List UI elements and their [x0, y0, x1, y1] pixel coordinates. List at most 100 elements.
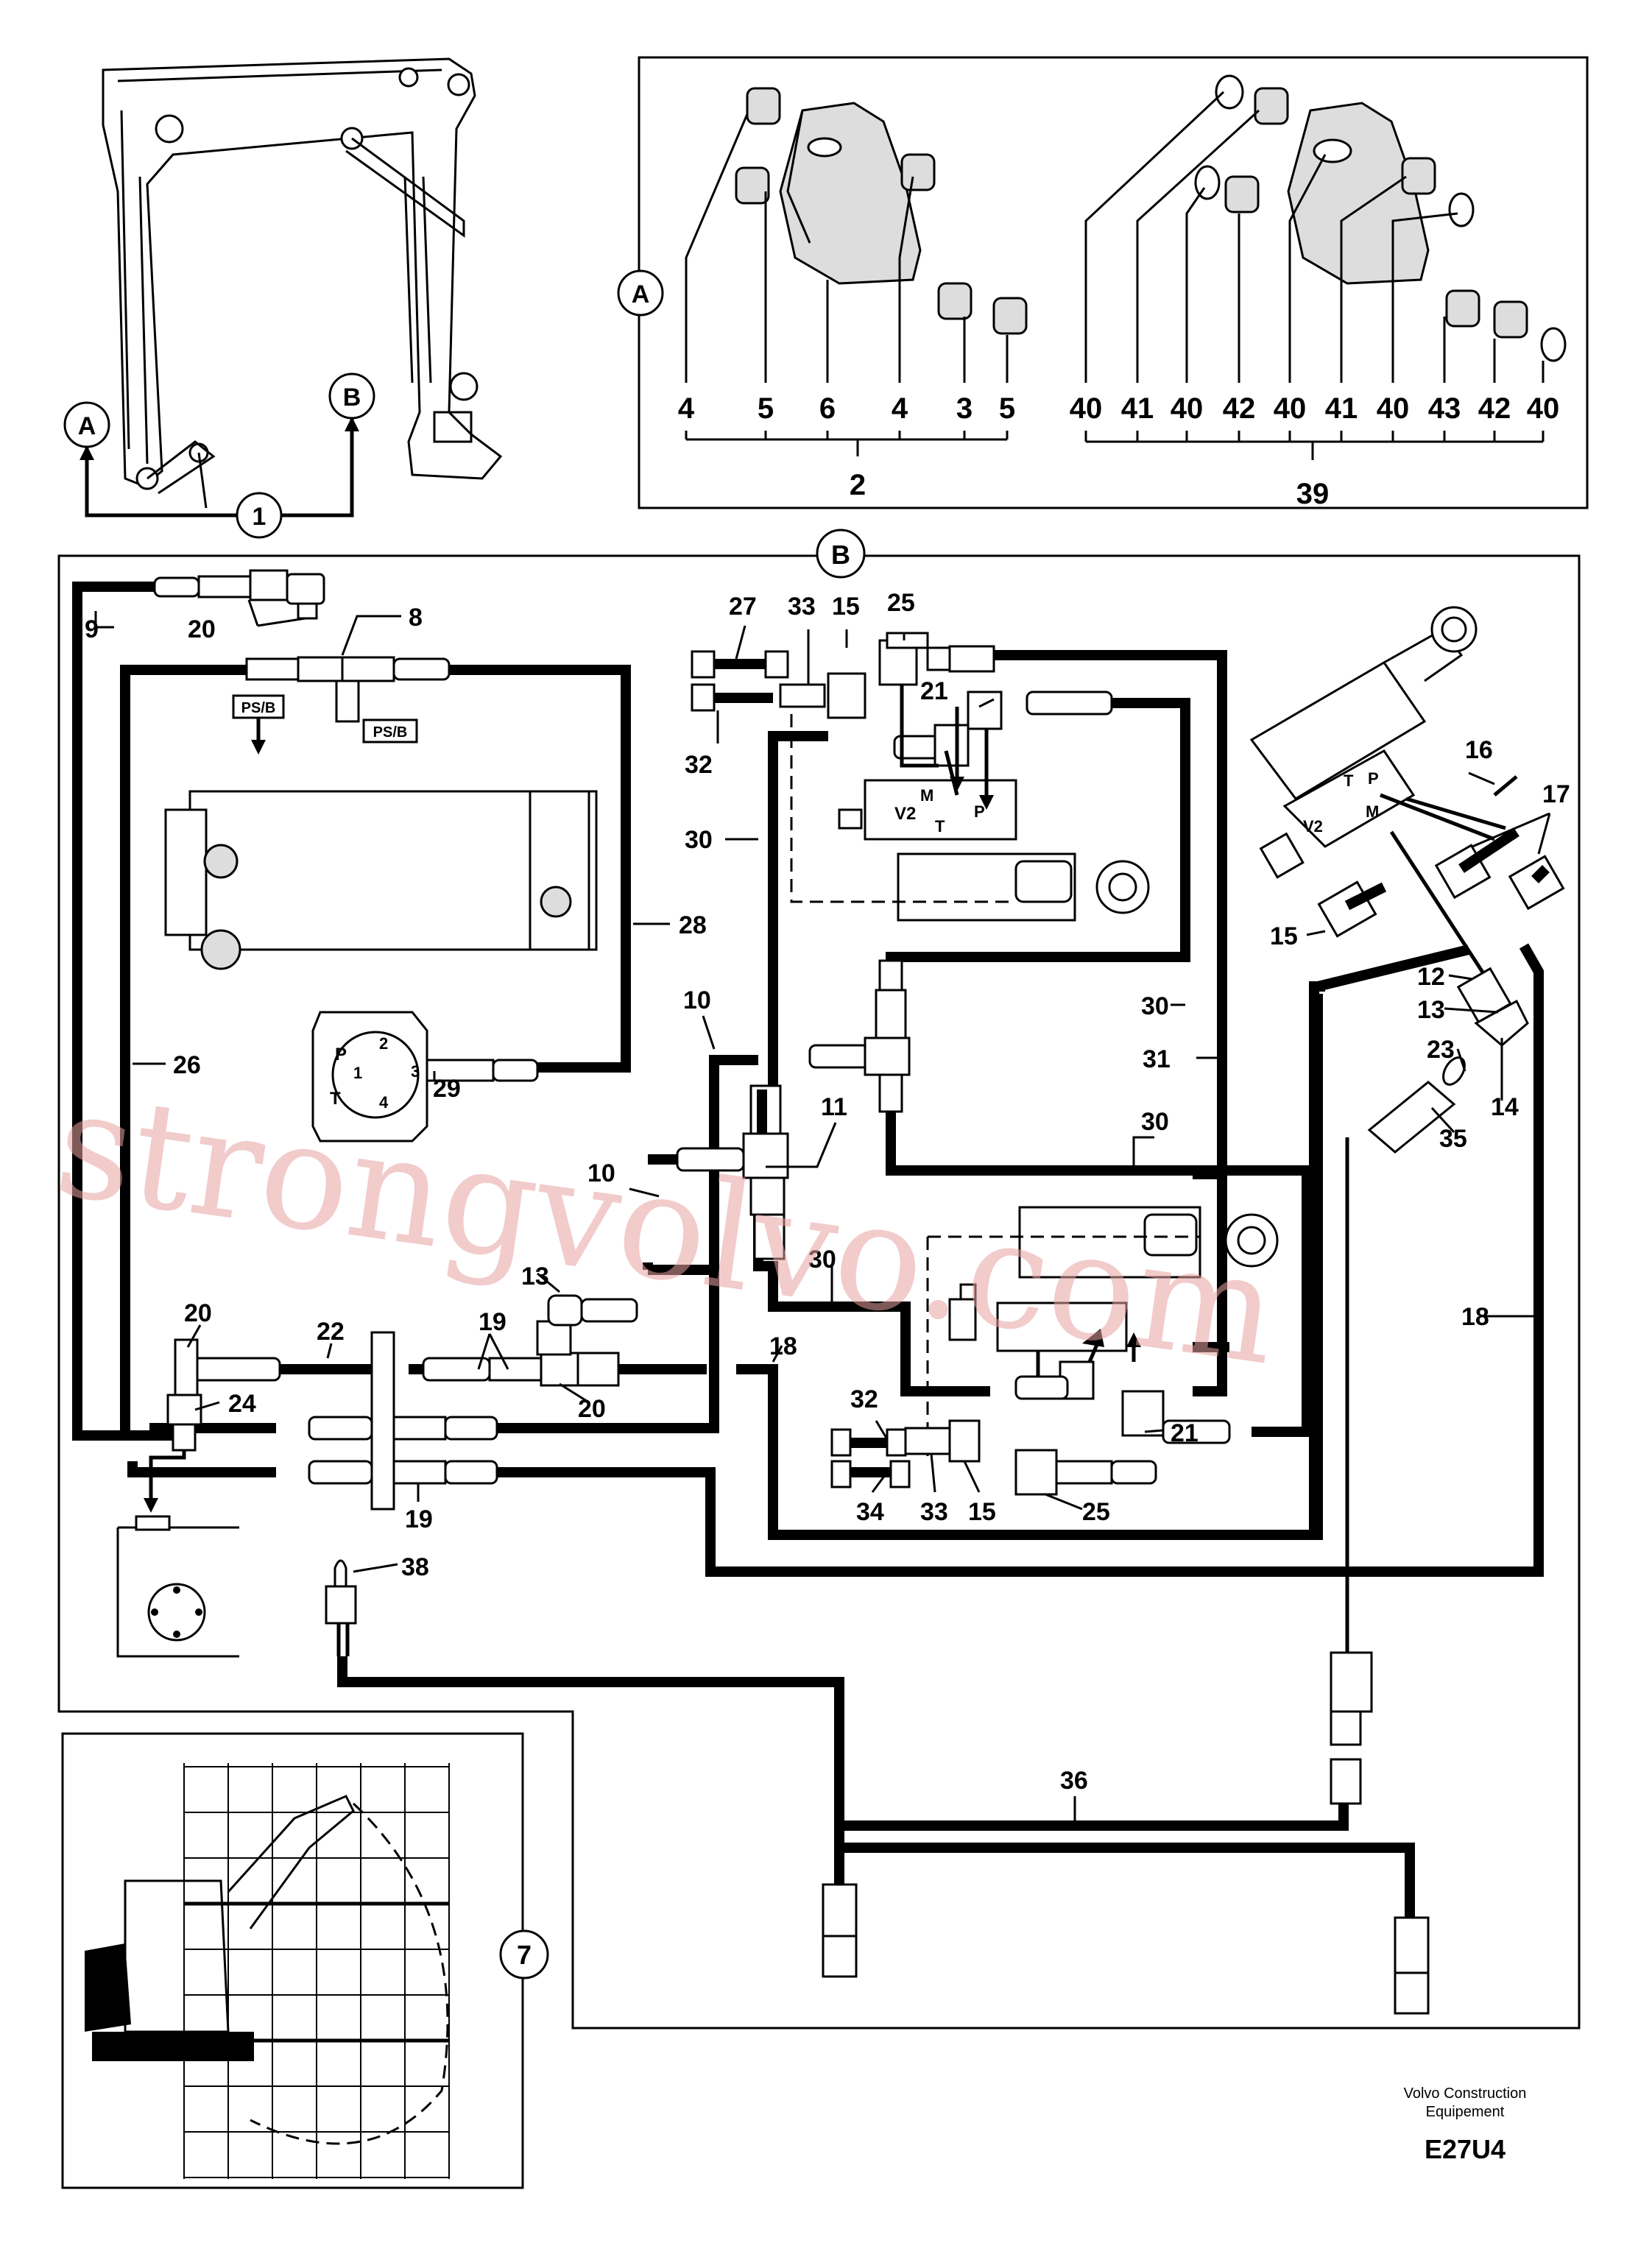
label-10-top: 10: [683, 986, 711, 1014]
detail-b-letter: B: [831, 540, 850, 570]
detail-b-group-number: 39: [1296, 478, 1330, 510]
detail-box-b: B: [57, 529, 1581, 2030]
detail-b-part-7: 43: [1428, 392, 1461, 425]
label-27: 27: [729, 593, 757, 621]
label-30-left: 30: [685, 826, 713, 854]
part-labels: 9 20 8 27 33 15 25 21 32 30 28 16 17 15 …: [85, 589, 1570, 1795]
upper-valve-port-v2: V2: [894, 804, 916, 824]
label-15-bottom: 15: [968, 1498, 996, 1526]
cab-view-number: 7: [517, 1940, 532, 1970]
label-20-top: 20: [188, 615, 216, 643]
fittings-top-left: [153, 569, 451, 723]
label-23: 23: [1427, 1036, 1455, 1064]
upper-hammer-valve: V2 M T P: [779, 632, 1150, 922]
label-16: 16: [1465, 736, 1493, 764]
label-21-top: 21: [920, 677, 948, 705]
callout-b-origin: B: [280, 372, 375, 518]
cyl-valve-port-p: P: [1368, 769, 1379, 788]
detail-b-part-2: 40: [1171, 392, 1204, 425]
label-17: 17: [1542, 780, 1570, 808]
cab-view-box: 7: [61, 1732, 549, 2189]
pump-port-1: 1: [353, 1064, 362, 1082]
label-33-bottom: 33: [920, 1498, 948, 1526]
psb-tag-2: PS/B: [362, 718, 418, 743]
detail-b-part-9: 40: [1527, 392, 1560, 425]
label-35: 35: [1439, 1125, 1467, 1153]
callout-b-origin-letter: B: [343, 384, 361, 412]
credit-line-2: Equipement: [1426, 2104, 1505, 2120]
label-20-mid: 20: [578, 1395, 606, 1423]
detail-b-part-1: 41: [1121, 392, 1154, 425]
hammer-cylinder: V2 T P M: [1249, 606, 1565, 1572]
pump-port-3: 3: [411, 1062, 420, 1081]
cyl-valve-port-m: M: [1366, 802, 1379, 821]
boom-arm-drawing: [102, 57, 503, 509]
detail-a-part-5: 5: [999, 392, 1015, 425]
detail-b-part-3: 42: [1223, 392, 1256, 425]
drawing-code: E27U4: [1425, 2134, 1505, 2164]
detail-a-part-4: 3: [956, 392, 973, 425]
label-25-top: 25: [887, 589, 915, 617]
label-22: 22: [317, 1318, 345, 1346]
detail-a-part-3: 4: [892, 392, 908, 425]
detail-b-part-6: 40: [1377, 392, 1410, 425]
psb-tag-1-text: PS/B: [241, 700, 276, 716]
detail-box-a: A: [617, 56, 1589, 510]
pump-plate: P T 1 2 3 4: [311, 1011, 539, 1142]
label-12: 12: [1417, 963, 1445, 991]
label-38: 38: [401, 1553, 429, 1581]
bracket-assembly-left: [735, 87, 1028, 335]
lower-hammer-valve: [830, 1206, 1279, 1496]
cab-grid: [183, 1763, 450, 2179]
detail-a-part-0: 4: [678, 392, 695, 425]
detail-b-part-0: 40: [1070, 392, 1103, 425]
label-10-mid: 10: [587, 1159, 615, 1187]
label-19-bottom: 19: [405, 1505, 433, 1533]
detail-b-part-4: 40: [1274, 392, 1307, 425]
label-20-left: 20: [184, 1299, 212, 1327]
label-29: 29: [433, 1075, 461, 1103]
callout-a-origin-letter: A: [78, 412, 96, 440]
pump-port-4: 4: [379, 1093, 389, 1112]
psb-tag-1: PS/B: [232, 694, 285, 755]
label-11: 11: [821, 1093, 847, 1121]
detail-b-part-numbers: 40 41 40 42 40 41 40 43 42 40: [1070, 392, 1560, 425]
label-30-right: 30: [1141, 1108, 1169, 1136]
bolt-fittings-upper: [691, 650, 789, 712]
pump-port-t: T: [330, 1089, 341, 1109]
label-32-bottom: 32: [850, 1385, 878, 1413]
label-30-lower: 30: [808, 1246, 836, 1274]
detail-b-part-8: 42: [1478, 392, 1511, 425]
callout-a-origin: A: [63, 401, 239, 518]
electrical-harness: [325, 1137, 1430, 2015]
bulkhead-plate: [144, 1294, 638, 1513]
detail-a-group-number: 2: [850, 469, 866, 501]
label-15-right: 15: [1270, 922, 1298, 950]
hydraulic-hoses: [72, 582, 1544, 1577]
label-24: 24: [228, 1390, 256, 1418]
label-30-mid: 30: [1141, 992, 1169, 1020]
label-19-top: 19: [479, 1308, 506, 1336]
detail-a-part-1: 5: [758, 392, 774, 425]
hydraulic-tank: [116, 1515, 239, 1658]
label-leaders: [94, 599, 1551, 1824]
detail-b-part-5: 41: [1325, 392, 1358, 425]
label-18-left: 18: [769, 1332, 797, 1360]
label-21-bottom: 21: [1171, 1419, 1199, 1447]
upper-valve-port-m: M: [920, 786, 933, 805]
psb-tag-2-text: PS/B: [373, 724, 408, 741]
callout-1-number: 1: [253, 503, 266, 531]
label-13-left: 13: [521, 1262, 549, 1290]
credit-line-1: Volvo Construction: [1404, 2085, 1527, 2102]
label-31: 31: [1143, 1045, 1171, 1073]
pump-port-p: P: [335, 1045, 347, 1064]
label-13-right: 13: [1417, 996, 1445, 1024]
label-15-top: 15: [832, 593, 860, 621]
callout-1: 1: [236, 492, 283, 539]
label-32-top: 32: [685, 751, 713, 779]
label-36: 36: [1060, 1767, 1088, 1795]
upper-valve-port-p: P: [974, 802, 985, 821]
